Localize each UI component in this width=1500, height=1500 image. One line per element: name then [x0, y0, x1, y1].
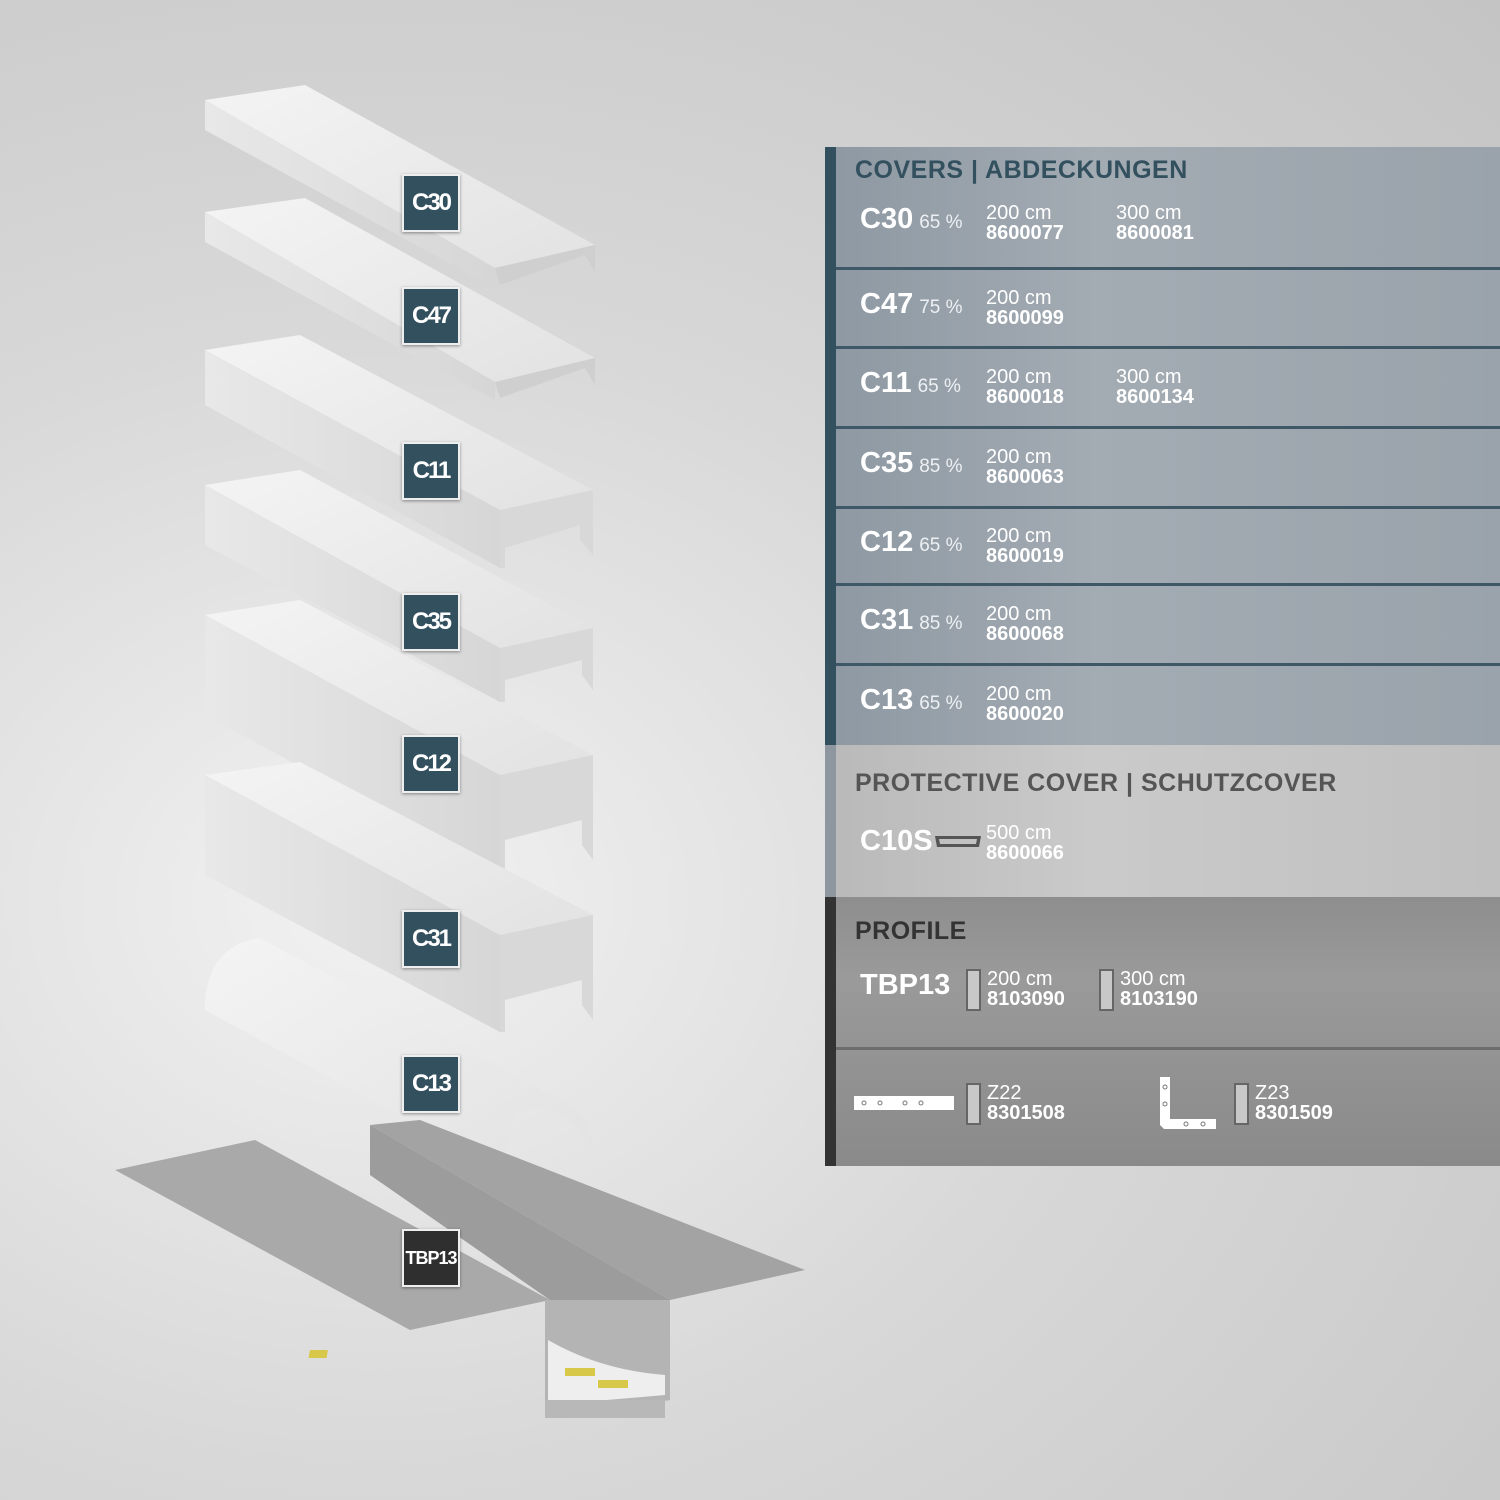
transmission: 65 %: [919, 692, 963, 714]
transmission: 65 %: [919, 534, 963, 556]
profile-title: PROFILE: [855, 917, 967, 945]
profile-tbp13-shape: [115, 1120, 805, 1418]
label-c30: C30: [402, 174, 460, 232]
cover-c47-shape: [205, 198, 595, 400]
transmission: 85 %: [919, 456, 963, 477]
cover-c11-shape: [205, 335, 593, 568]
label-c31: C31: [402, 910, 460, 968]
cover-c12-shape: [205, 600, 593, 875]
label-c11: C11: [402, 442, 460, 500]
protective-cover-panel: PROTECTIVE COVER | SCHUTZCOVER C10S 500 …: [825, 745, 1500, 897]
transmission: 65 %: [917, 376, 961, 397]
accessory-swatch-icon: [966, 1083, 981, 1125]
accent-bar: [825, 745, 836, 897]
accent-bar: [825, 897, 836, 1166]
transmission: 85 %: [919, 613, 963, 634]
cover-c30-shape: [205, 85, 595, 288]
accessory-swatch-icon: [1234, 1083, 1249, 1125]
product-illustration: [115, 85, 805, 1418]
accent-bar: [825, 147, 836, 745]
cover-profile-icon: [935, 836, 981, 847]
corner-connector-icon: [1160, 1077, 1216, 1129]
profile-code: TBP13: [860, 969, 951, 1001]
label-c47: C47: [402, 287, 460, 345]
profile-swatch-icon: [966, 969, 981, 1011]
protective-title: PROTECTIVE COVER | SCHUTZCOVER: [855, 769, 1337, 797]
transmission: 75 %: [919, 296, 963, 318]
protective-code: C10S: [860, 825, 933, 857]
transmission: 65 %: [919, 212, 963, 233]
label-c13: C13: [402, 1055, 460, 1113]
cover-c13-shape: [205, 938, 593, 1170]
straight-connector-icon: [854, 1096, 954, 1110]
label-tbp13: TBP13: [402, 1229, 460, 1287]
covers-title: COVERS | ABDECKUNGEN: [855, 156, 1188, 184]
label-c12: C12: [402, 735, 460, 793]
profile-swatch-icon: [1099, 969, 1114, 1011]
label-c35: C35: [402, 593, 460, 651]
